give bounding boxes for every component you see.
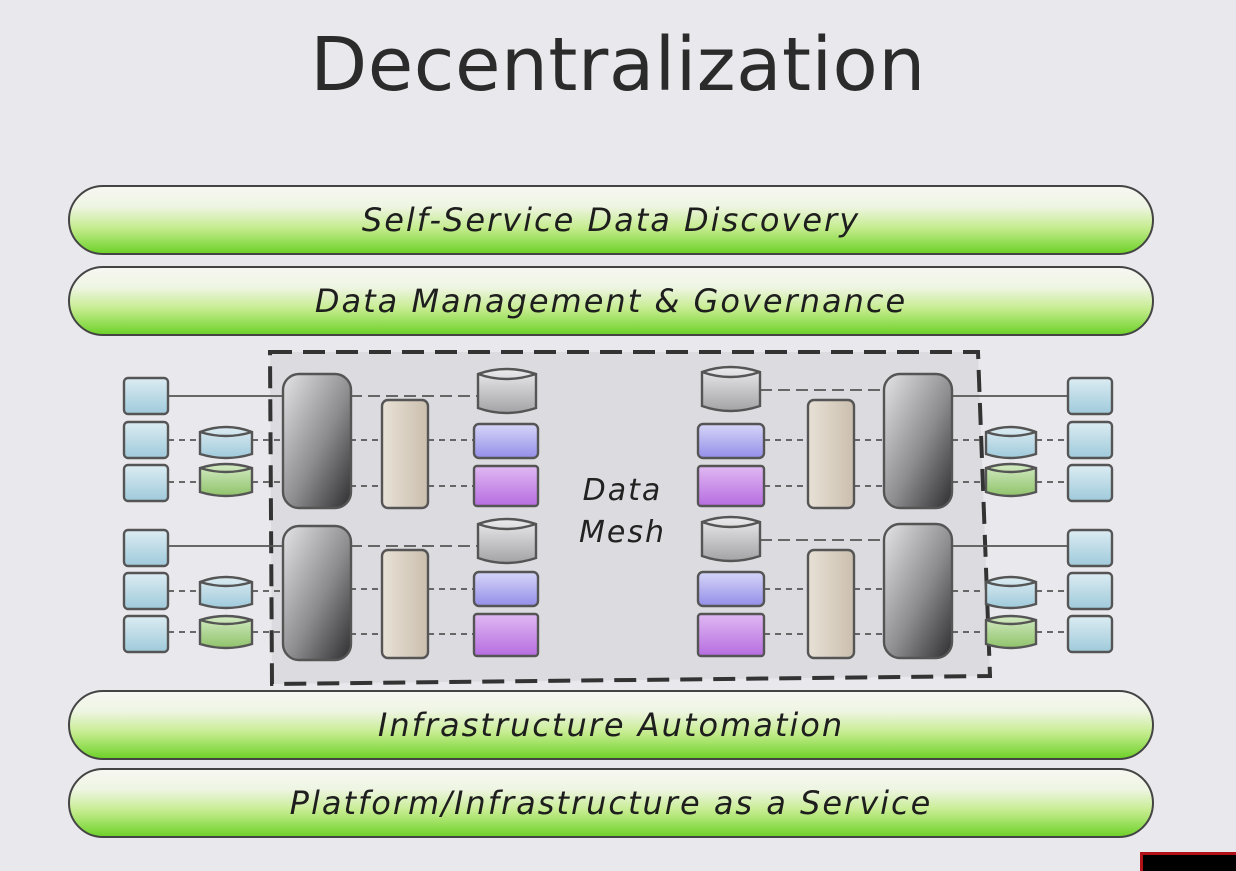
source-cylinder: [198, 462, 254, 498]
corner-overlay: [1140, 852, 1236, 871]
page-title: Decentralization: [310, 22, 926, 108]
mesh-label-line2: Mesh: [579, 515, 666, 550]
output-box: [696, 570, 766, 608]
data-mesh-label: Data Mesh: [560, 470, 685, 554]
source-box: [122, 571, 170, 611]
processor: [806, 398, 856, 510]
output-box: [472, 570, 540, 608]
output-cylinder: [700, 365, 762, 413]
source-cylinder: [984, 614, 1038, 650]
data-store: [281, 372, 353, 510]
output-cylinder: [700, 515, 762, 563]
band-platform-infrastructure-as-a-service: Platform/Infrastructure as a Service: [68, 768, 1154, 838]
band-data-management-governance: Data Management & Governance: [68, 266, 1154, 336]
output-cylinder: [476, 517, 538, 565]
source-cylinder: [198, 425, 254, 460]
source-cylinder: [984, 425, 1038, 460]
processor: [380, 548, 430, 660]
source-box: [122, 463, 170, 503]
output-box: [472, 422, 540, 460]
output-box: [472, 612, 540, 658]
source-box: [122, 376, 170, 416]
source-box: [1066, 614, 1114, 654]
data-store: [882, 522, 954, 660]
output-box: [696, 612, 766, 658]
output-cylinder: [476, 367, 538, 415]
source-cylinder: [984, 575, 1038, 610]
source-box: [1066, 463, 1114, 503]
source-box: [1066, 376, 1114, 416]
source-box: [1066, 571, 1114, 611]
output-box: [696, 464, 766, 508]
band-label: Platform/Infrastructure as a Service: [289, 784, 933, 822]
band-self-service-data-discovery: Self-Service Data Discovery: [68, 185, 1154, 255]
output-box: [472, 464, 540, 508]
processor: [806, 548, 856, 660]
data-store: [882, 372, 954, 510]
shapes: [122, 365, 1114, 662]
left-domain: [168, 395, 478, 635]
source-box: [1066, 528, 1114, 568]
output-box: [696, 422, 766, 460]
processor: [380, 398, 430, 510]
source-cylinder: [198, 575, 254, 610]
source-box: [122, 528, 170, 568]
band-label: Self-Service Data Discovery: [361, 201, 861, 239]
source-cylinder: [198, 614, 254, 650]
band-label: Infrastructure Automation: [377, 706, 845, 744]
source-cylinder: [984, 462, 1038, 498]
band-infrastructure-automation: Infrastructure Automation: [68, 690, 1154, 760]
source-box: [1066, 420, 1114, 460]
source-box: [122, 420, 170, 460]
data-store: [281, 524, 353, 662]
mesh-label-line1: Data: [582, 473, 663, 508]
band-label: Data Management & Governance: [314, 282, 908, 320]
source-box: [122, 614, 170, 654]
right-domain: [760, 389, 1068, 635]
